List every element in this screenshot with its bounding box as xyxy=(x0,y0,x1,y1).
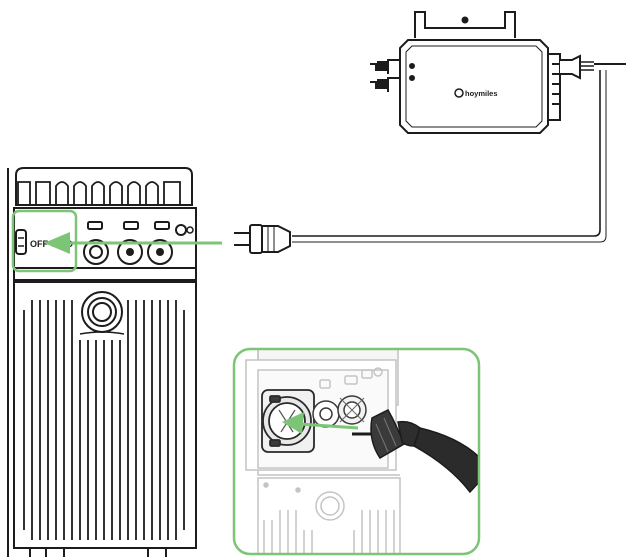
led-indicator xyxy=(409,75,415,81)
ac-connector xyxy=(560,54,581,80)
led-indicator xyxy=(409,63,415,69)
ac-socket xyxy=(83,239,109,265)
power-station-body xyxy=(13,281,197,549)
power-station xyxy=(7,167,197,557)
cooling-fins xyxy=(23,300,185,540)
inverter-brand-logo: hoymiles xyxy=(454,88,498,98)
zoom-inset xyxy=(232,347,481,556)
plug-in-hand xyxy=(352,409,479,494)
inverter-housing xyxy=(399,39,549,134)
adjacent-socket xyxy=(312,395,367,428)
usb-port xyxy=(123,221,139,230)
usb-port xyxy=(87,221,103,230)
ac-cable-run xyxy=(292,70,607,243)
inverter-brand-label: hoymiles xyxy=(465,89,498,98)
ac-socket xyxy=(117,239,143,265)
dc-connector xyxy=(370,59,400,74)
arrow-icon xyxy=(44,232,222,254)
plug-icon xyxy=(234,224,291,254)
off-grid-port xyxy=(15,229,27,255)
inverter-mount-bracket xyxy=(414,11,516,38)
inset-arrow-icon xyxy=(282,412,359,434)
ac-socket xyxy=(147,239,173,265)
power-button xyxy=(175,224,187,236)
bracket-hole xyxy=(461,16,469,24)
dc-connector xyxy=(370,77,400,92)
micro-inverter xyxy=(370,11,626,134)
usb-port xyxy=(154,221,170,230)
off-grid-highlight xyxy=(11,209,78,273)
